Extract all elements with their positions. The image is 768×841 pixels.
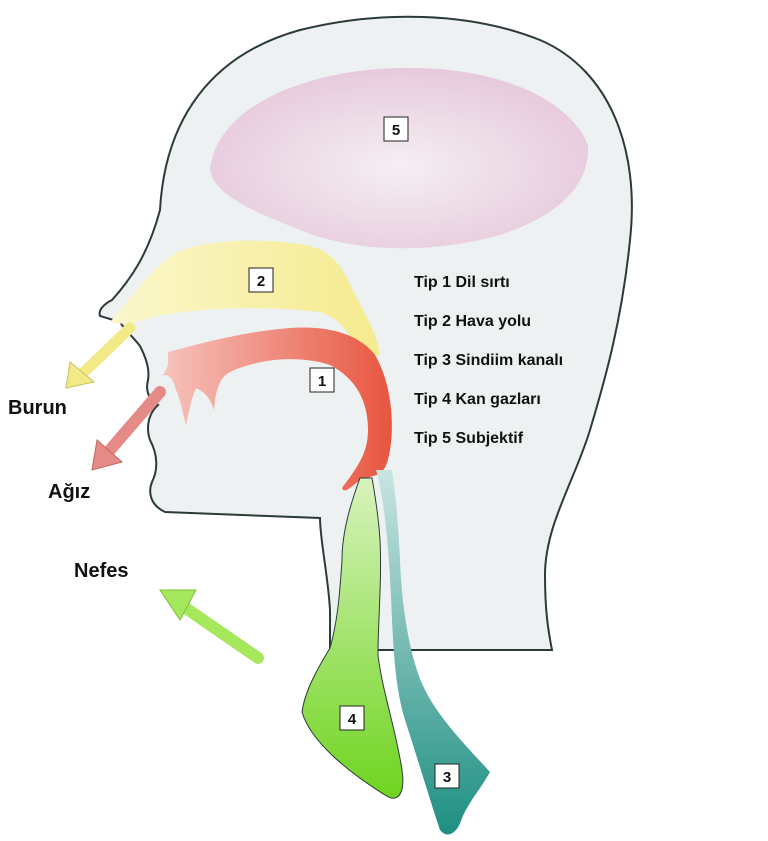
legend-item-5: Tip 5 Subjektif bbox=[414, 430, 524, 447]
brain-region bbox=[210, 67, 589, 249]
label-agiz: Ağız bbox=[48, 481, 90, 503]
marker-1: 1 bbox=[309, 367, 335, 393]
label-nefes: Nefes bbox=[74, 560, 128, 582]
arrow-breath bbox=[159, 589, 264, 664]
legend-item-1: Tip 1 Dil sırtı bbox=[414, 274, 510, 291]
trachea-region bbox=[301, 477, 404, 799]
arrow-nose bbox=[65, 322, 136, 389]
type-legend: Tip 1 Dil sırtı Tip 2 Hava yolu Tip 3 Si… bbox=[414, 274, 563, 447]
label-burun: Burun bbox=[8, 397, 67, 419]
svg-text:3: 3 bbox=[443, 769, 451, 786]
esophagus-region bbox=[376, 470, 490, 835]
nasal-cavity bbox=[110, 240, 380, 358]
svg-text:2: 2 bbox=[257, 273, 265, 290]
svg-text:4: 4 bbox=[348, 711, 357, 728]
tongue-region bbox=[162, 327, 392, 491]
arrow-mouth bbox=[91, 386, 166, 471]
marker-3: 3 bbox=[434, 763, 460, 789]
legend-item-3: Tip 3 Sindiim kanalı bbox=[414, 352, 563, 369]
svg-text:1: 1 bbox=[318, 373, 326, 390]
legend-item-2: Tip 2 Hava yolu bbox=[414, 313, 531, 330]
marker-5: 5 bbox=[383, 116, 409, 142]
legend-item-4: Tip 4 Kan gazları bbox=[414, 391, 541, 408]
svg-text:5: 5 bbox=[392, 122, 400, 139]
marker-4: 4 bbox=[339, 705, 365, 731]
marker-2: 2 bbox=[248, 267, 274, 293]
